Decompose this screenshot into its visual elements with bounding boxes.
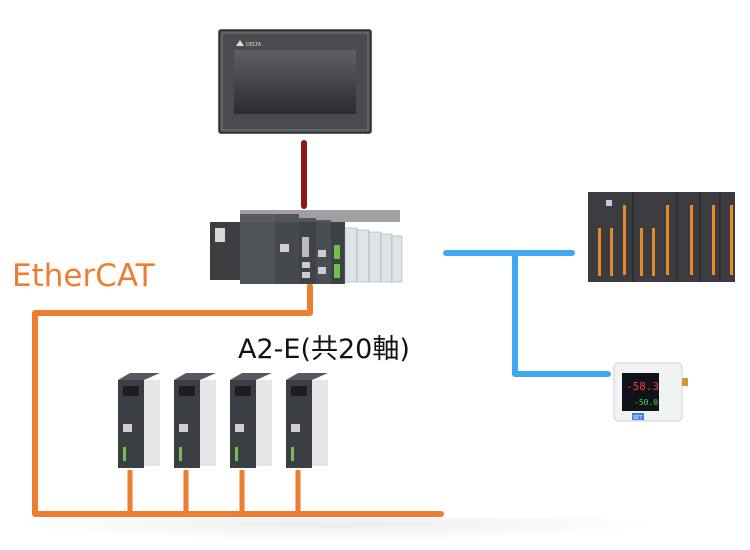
plc-rack <box>210 210 403 284</box>
sensor-main-display: -58.3 <box>626 380 659 393</box>
servo-drive-2 <box>174 373 216 468</box>
remote-io-rack <box>588 192 735 282</box>
servo-drive-label: A2-E(共20軸) <box>238 334 410 365</box>
svg-text:SET: SET <box>633 415 643 421</box>
sensor-sub-display: -50.0 <box>634 398 658 407</box>
delta-logo-icon <box>236 40 244 46</box>
servo-drive-3 <box>230 373 272 468</box>
ethercat-label: EtherCAT <box>12 258 155 294</box>
hmi-panel: DELTA <box>218 29 372 134</box>
ethercat-bus <box>32 283 444 517</box>
floor-shadow <box>5 518 665 540</box>
servo-drive-4 <box>286 373 328 468</box>
servo-drive-1 <box>118 373 160 468</box>
io-link <box>443 250 611 377</box>
svg-text:DELTA: DELTA <box>246 42 262 48</box>
pressure-sensor: -58.3 -50.0 SET <box>613 362 688 422</box>
